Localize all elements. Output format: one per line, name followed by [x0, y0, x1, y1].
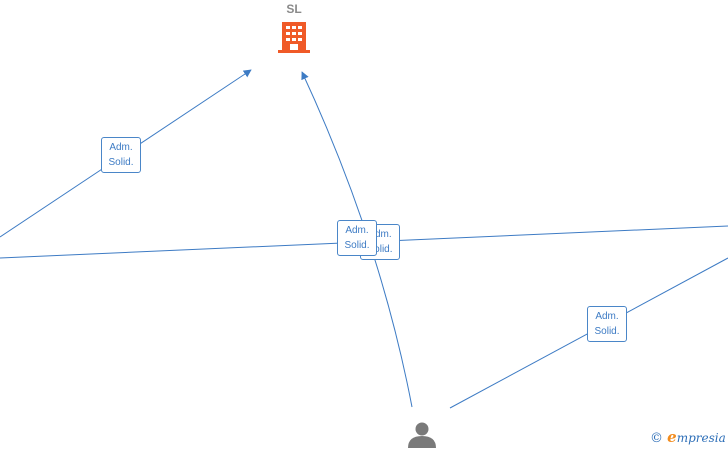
- person-icon[interactable]: [408, 422, 436, 449]
- copyright-symbol: ©: [650, 431, 663, 446]
- edge-label-role: Adm.: [595, 311, 619, 322]
- building-icon[interactable]: [278, 22, 310, 53]
- edge-label-role: Adm.: [368, 229, 392, 240]
- edge-label-center-front[interactable]: Adm. Solid.: [337, 220, 377, 256]
- company-node-label[interactable]: SL: [286, 2, 302, 16]
- empresia-watermark: © empresia: [650, 428, 726, 446]
- edge-label-type: Solid.: [594, 326, 620, 337]
- brand-e-letter: e: [667, 428, 677, 446]
- edge-label-left[interactable]: Adm. Solid.: [101, 137, 141, 173]
- edge-label-type: Solid.: [367, 244, 393, 255]
- brand-name: mpresia: [676, 431, 726, 445]
- edge-label-role: Adm.: [109, 142, 133, 153]
- edge-label-type: Solid.: [344, 240, 370, 251]
- edge-label-role: Adm.: [345, 225, 369, 236]
- edge-label-type: Solid.: [108, 157, 134, 168]
- edge-label-right[interactable]: Adm. Solid.: [587, 306, 627, 342]
